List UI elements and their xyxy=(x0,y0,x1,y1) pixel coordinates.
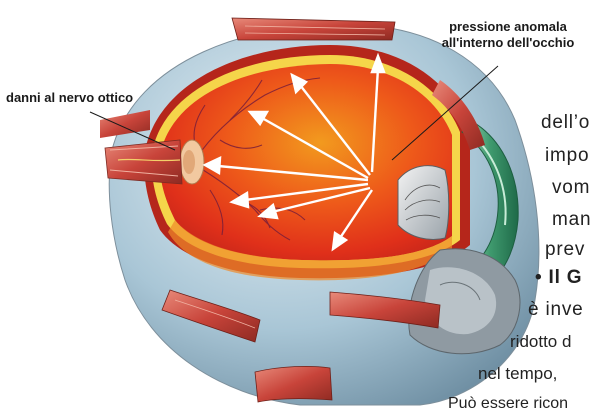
body-line-6: • Il G xyxy=(535,268,582,287)
body-line-3: vom xyxy=(552,178,590,197)
label-pressure-line1: pressione anomala xyxy=(418,19,598,35)
body-line-8: ridotto d xyxy=(510,332,571,351)
label-pressure-line2: all'interno dell'occhio xyxy=(418,35,598,51)
body-line-5: prev xyxy=(545,240,585,259)
lens-iris xyxy=(398,166,449,240)
body-line-2: impo xyxy=(545,146,589,165)
label-optic-nerve: danni al nervo ottico xyxy=(6,90,182,106)
body-line-1: dell’o xyxy=(541,113,590,132)
optic-nerve xyxy=(105,140,182,184)
body-line-7: è inve xyxy=(528,300,584,319)
muscle-bottom xyxy=(255,366,332,402)
optic-disc xyxy=(180,140,204,184)
body-line-10: Può essere ricon xyxy=(448,394,568,413)
body-line-4: man xyxy=(552,210,591,229)
body-line-9: nel tempo, xyxy=(478,364,557,383)
